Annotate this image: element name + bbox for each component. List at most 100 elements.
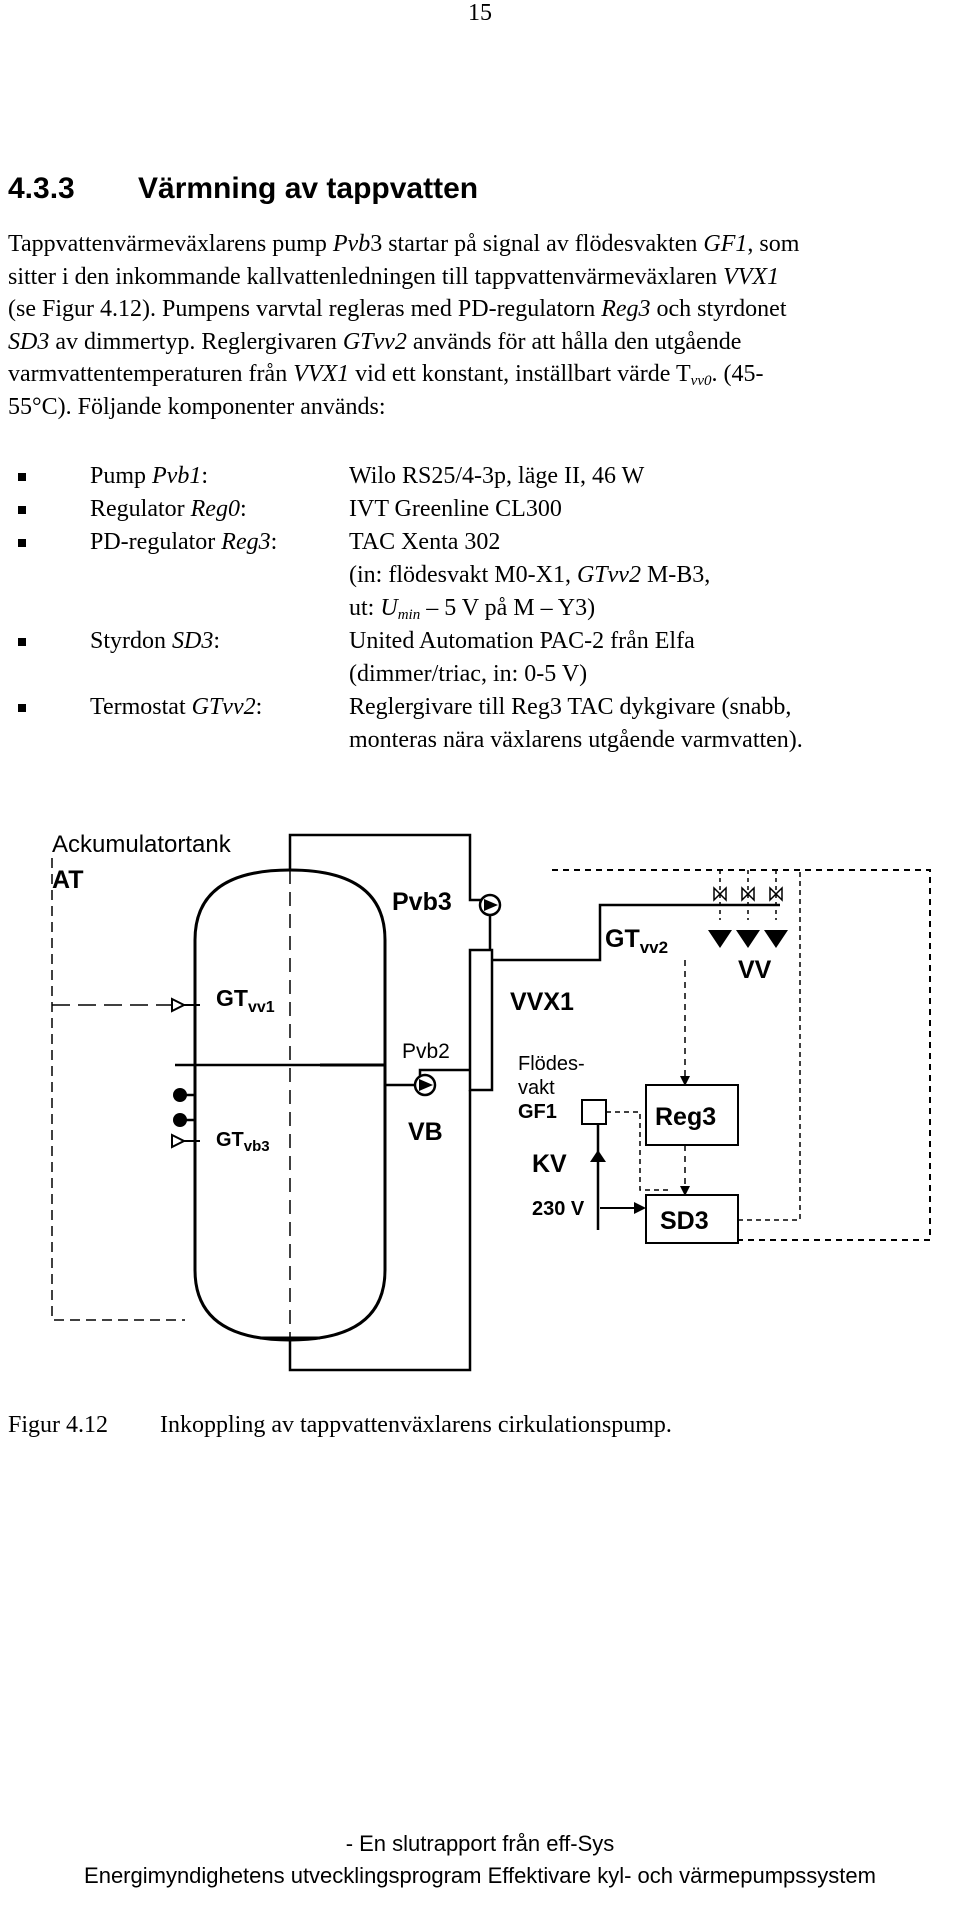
component-value-continued: monteras nära växlarens utgående varmvat…	[349, 727, 803, 753]
label-sd3: SD3	[660, 1207, 709, 1235]
text-run: VVX1	[723, 263, 780, 290]
text-run: Pvb	[332, 231, 371, 257]
label-gt-vv1: GTvv1	[216, 985, 275, 1016]
supply-pipe	[288, 833, 492, 970]
component-value: Wilo RS25/4-3p, läge II, 46 W	[349, 463, 645, 489]
text-run: , som	[747, 231, 800, 257]
paragraph-line-3: (se Figur 4.12). Pumpens varvtal reglera…	[8, 293, 943, 326]
text-run: (se Figur 4.12). Pumpens varvtal reglera…	[8, 296, 602, 322]
text-run: 55°C). Följande komponenter används:	[8, 393, 386, 420]
regulator-reg3	[645, 1084, 739, 1146]
gf1-signal-line	[606, 1111, 672, 1191]
text-run: . (45-	[711, 361, 764, 387]
paragraph-line-4: SD3 av dimmertyp. Reglergivaren GTvv2 an…	[8, 326, 943, 359]
text-run: GF1	[703, 231, 748, 257]
vv-outlets	[713, 870, 783, 920]
component-list: Pump Pvb1: Wilo RS25/4-3p, läge II, 46 W…	[8, 460, 948, 757]
label-flodesvakt-1: Flödes-	[518, 1053, 585, 1075]
text-run: SD3	[8, 328, 50, 355]
figure-caption-text: Inkoppling av tappvattenväxlarens cirkul…	[160, 1412, 672, 1438]
label-reg3: Reg3	[655, 1103, 716, 1131]
bullet-icon	[18, 506, 26, 514]
label-gf1: GF1	[518, 1101, 557, 1123]
bullet-icon	[18, 539, 26, 547]
text-run: GTvv2	[342, 328, 407, 355]
label-flodesvakt-2: vakt	[518, 1077, 555, 1099]
left-dashed-frame	[51, 858, 185, 1321]
gtvv1-sensor-icon	[171, 997, 187, 1013]
text-run: VVX1	[293, 361, 350, 387]
tank-code: AT	[52, 866, 83, 894]
component-value: IVT Greenline CL300	[349, 496, 562, 522]
label-pvb3: Pvb3	[392, 888, 452, 916]
label-gt-vv2: GTvv2	[605, 925, 668, 957]
paragraph-line-1: Tappvattenvärmeväxlarens pump Pvb3 start…	[8, 228, 943, 261]
component-row: Pump Pvb1: Wilo RS25/4-3p, läge II, 46 W	[8, 460, 948, 493]
text-run: sitter i den inkommande kallvattenlednin…	[8, 263, 724, 290]
text-run: 3 startar på signal av flödesvakten	[370, 231, 704, 257]
text-run: används för att hålla den utgående	[406, 328, 742, 355]
component-value: TAC Xenta 302	[349, 529, 501, 555]
component-row: Regulator Reg0: IVT Greenline CL300	[8, 493, 948, 526]
component-value-continued: (dimmer/triac, in: 0-5 V)	[349, 661, 588, 687]
gtvb3-sensor-icon	[171, 1133, 187, 1149]
component-row-continued: monteras nära växlarens utgående varmvat…	[8, 724, 948, 757]
component-row: PD-regulator Reg3: TAC Xenta 302	[8, 526, 948, 559]
page-footer: - En slutrapport från eff-Sys Energimynd…	[0, 1828, 960, 1892]
footer-line-2: Energimyndighetens utvecklingsprogram Ef…	[84, 1863, 876, 1888]
component-label: Pump Pvb1:	[90, 463, 208, 489]
paragraph-line-5: varmvattentemperaturen från VVX1 vid ett…	[8, 358, 943, 391]
paragraph-line-2: sitter i den inkommande kallvattenlednin…	[8, 261, 943, 294]
component-value-continued: (in: flödesvakt M0-X1, GTvv2 M-B3,	[349, 562, 711, 588]
component-label: Styrdon SD3:	[90, 628, 221, 654]
component-row-continued: ut: Umin – 5 V på M – Y3)	[8, 592, 948, 625]
component-row: Termostat GTvv2: Reglergivare till Reg3 …	[8, 691, 948, 724]
text-run: vv0	[690, 373, 712, 389]
bullet-icon	[18, 638, 26, 646]
text-run: av dimmertyp. Reglergivaren	[49, 328, 343, 355]
figure-label: Figur 4.12	[8, 1412, 109, 1438]
controller-sd3	[645, 1194, 739, 1244]
tank-title: Ackumulatortank	[52, 831, 232, 858]
section-number: 4.3.3	[8, 172, 75, 205]
body-paragraph: Tappvattenvärmeväxlarens pump Pvb3 start…	[8, 228, 943, 423]
footer-line-1: - En slutrapport från eff-Sys	[345, 1831, 615, 1856]
label-pvb2: Pvb2	[402, 1040, 450, 1063]
label-230v: 230 V	[532, 1198, 585, 1220]
text-run: Tappvattenvärmeväxlarens pump	[8, 231, 333, 257]
text-run: vid ett konstant, inställbart värde T	[349, 361, 691, 387]
bullet-icon	[18, 473, 26, 481]
label-kv: KV	[532, 1150, 567, 1178]
hot-water-dashed-frame	[552, 869, 931, 1241]
circulation-diagram: Ackumulatortank AT Pvb3 VVX1 VV GTvv2 GT…	[51, 831, 931, 1372]
component-value: Reglergivare till Reg3 TAC dykgivare (sn…	[349, 694, 792, 720]
sd3-to-pump-line	[738, 870, 801, 1221]
section-heading: 4.3.3 Värmning av tappvatten	[8, 172, 478, 206]
component-value-continued: ut: Umin – 5 V på M – Y3)	[349, 595, 596, 623]
text-run: Reg3	[601, 296, 651, 322]
component-label: PD-regulator Reg3:	[90, 529, 278, 555]
label-gt-vb3: GTvb3	[216, 1129, 270, 1155]
bottom-pipe	[288, 1090, 472, 1372]
tank-outline	[193, 868, 387, 1342]
page-number: 15	[468, 0, 492, 26]
component-value: United Automation PAC-2 från Elfa	[349, 628, 695, 654]
component-row-continued: (in: flödesvakt M0-X1, GTvv2 M-B3,	[8, 559, 948, 592]
paragraph-line-6: 55°C). Följande komponenter används:	[8, 391, 943, 424]
section-title: Värmning av tappvatten	[138, 172, 479, 205]
label-vb: VB	[408, 1118, 443, 1146]
heat-exchanger-vvx1	[468, 948, 494, 1092]
component-label: Regulator Reg0:	[90, 496, 247, 522]
hot-water-pipe	[492, 903, 780, 962]
vv-tap-icon	[708, 930, 788, 948]
figure-caption: Figur 4.12 Inkoppling av tappvattenväxlar…	[8, 1412, 672, 1439]
component-row-continued: (dimmer/triac, in: 0-5 V)	[8, 658, 948, 691]
bullet-icon	[18, 704, 26, 712]
label-vvx1: VVX1	[510, 988, 574, 1016]
text-run: och styrdonet	[650, 296, 787, 322]
component-label: Termostat GTvv2:	[90, 694, 263, 720]
component-row: Styrdon SD3: United Automation PAC-2 frå…	[8, 625, 948, 658]
label-vv: VV	[738, 956, 772, 984]
text-run: varmvattentemperaturen från	[8, 361, 294, 387]
flow-switch-gf1-icon	[581, 1099, 607, 1125]
